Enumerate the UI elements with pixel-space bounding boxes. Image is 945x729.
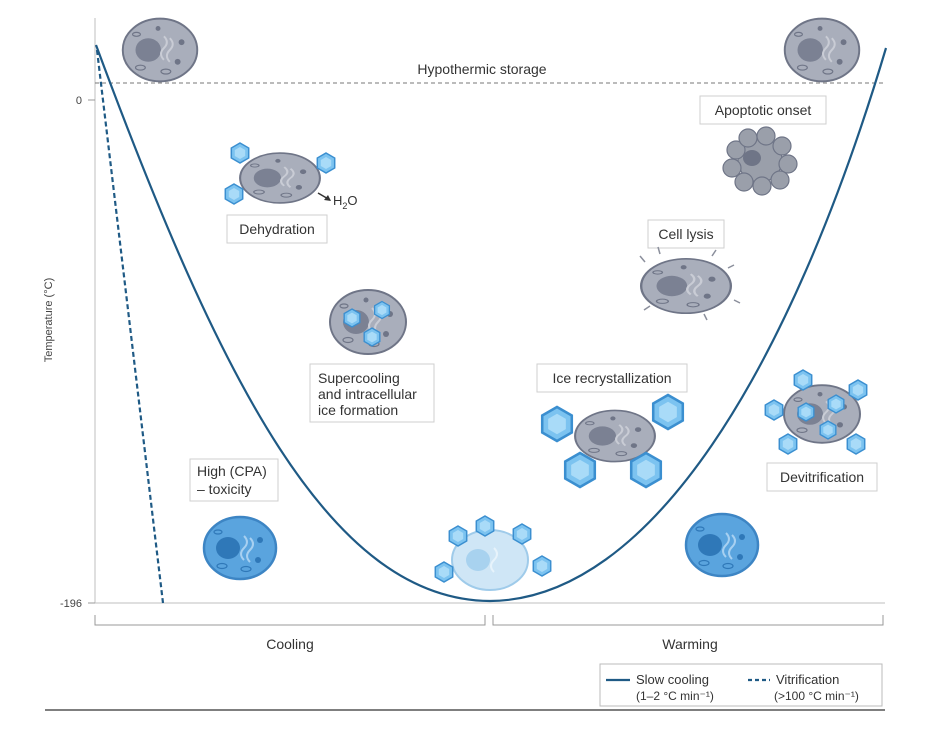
cpa-toxicity-label-box [189, 458, 279, 502]
y-axis-label: Temperature (°C) [43, 278, 55, 362]
legend: Slow cooling (1–2 °C min⁻¹) Vitrificatio… [599, 663, 883, 707]
legend-vitrification: Vitrification [776, 672, 839, 687]
hypothermic-storage-label: Hypothermic storage [417, 61, 546, 77]
lysed-cell [639, 246, 741, 321]
frozen-cell [434, 515, 552, 591]
ice-recrystallization-label-box [536, 363, 688, 393]
storage-cell-left [121, 17, 199, 83]
devitrification-label: Devitrification [780, 469, 864, 485]
slow-cooling-curve [94, 44, 888, 603]
devitrification-label-box [766, 462, 878, 492]
dehydration-cell [224, 142, 336, 205]
water-label: H2O [333, 193, 358, 211]
dehydration-label: Dehydration [239, 221, 315, 237]
legend-slow-cooling: Slow cooling [636, 672, 709, 687]
phase-cooling-label: Cooling [266, 636, 313, 652]
supercooling-cell [329, 289, 407, 355]
storage-cell-right [783, 17, 861, 83]
cpa-toxicity-line2: – toxicity [197, 481, 251, 497]
phase-warming-label: Warming [662, 636, 718, 652]
cooling-bracket [94, 615, 486, 626]
cpa-toxic-cell [202, 515, 278, 581]
supercooling-label-line2: and intracellular [318, 386, 417, 402]
y-tick-0: 0 [76, 95, 82, 107]
vitrification-curve [95, 49, 165, 604]
ice-recrystallization-cell [540, 393, 685, 489]
ice-recrystallization-label: Ice recrystallization [552, 370, 671, 386]
cell-lysis-label: Cell lysis [658, 226, 713, 242]
supercooling-label-line1: Supercooling [318, 370, 400, 386]
y-tick-minus196: -196 [60, 598, 82, 610]
apoptotic-onset-label: Apoptotic onset [715, 102, 812, 118]
warming-bracket [492, 615, 884, 626]
supercooling-label-box [309, 363, 435, 423]
legend-slow-cooling-rate: (1–2 °C min⁻¹) [636, 689, 714, 703]
warming-blue-cell [684, 512, 760, 578]
supercooling-label-line3: ice formation [318, 402, 398, 418]
devitrification-cell [764, 369, 868, 455]
legend-vitrification-rate: (>100 °C min⁻¹) [774, 689, 859, 703]
apoptotic-cell [722, 126, 798, 196]
cell-lysis-label-box [647, 219, 725, 249]
apoptotic-onset-label-box [699, 95, 827, 125]
cpa-toxicity-line1: High (CPA) [197, 463, 267, 479]
dehydration-label-box [226, 214, 328, 244]
